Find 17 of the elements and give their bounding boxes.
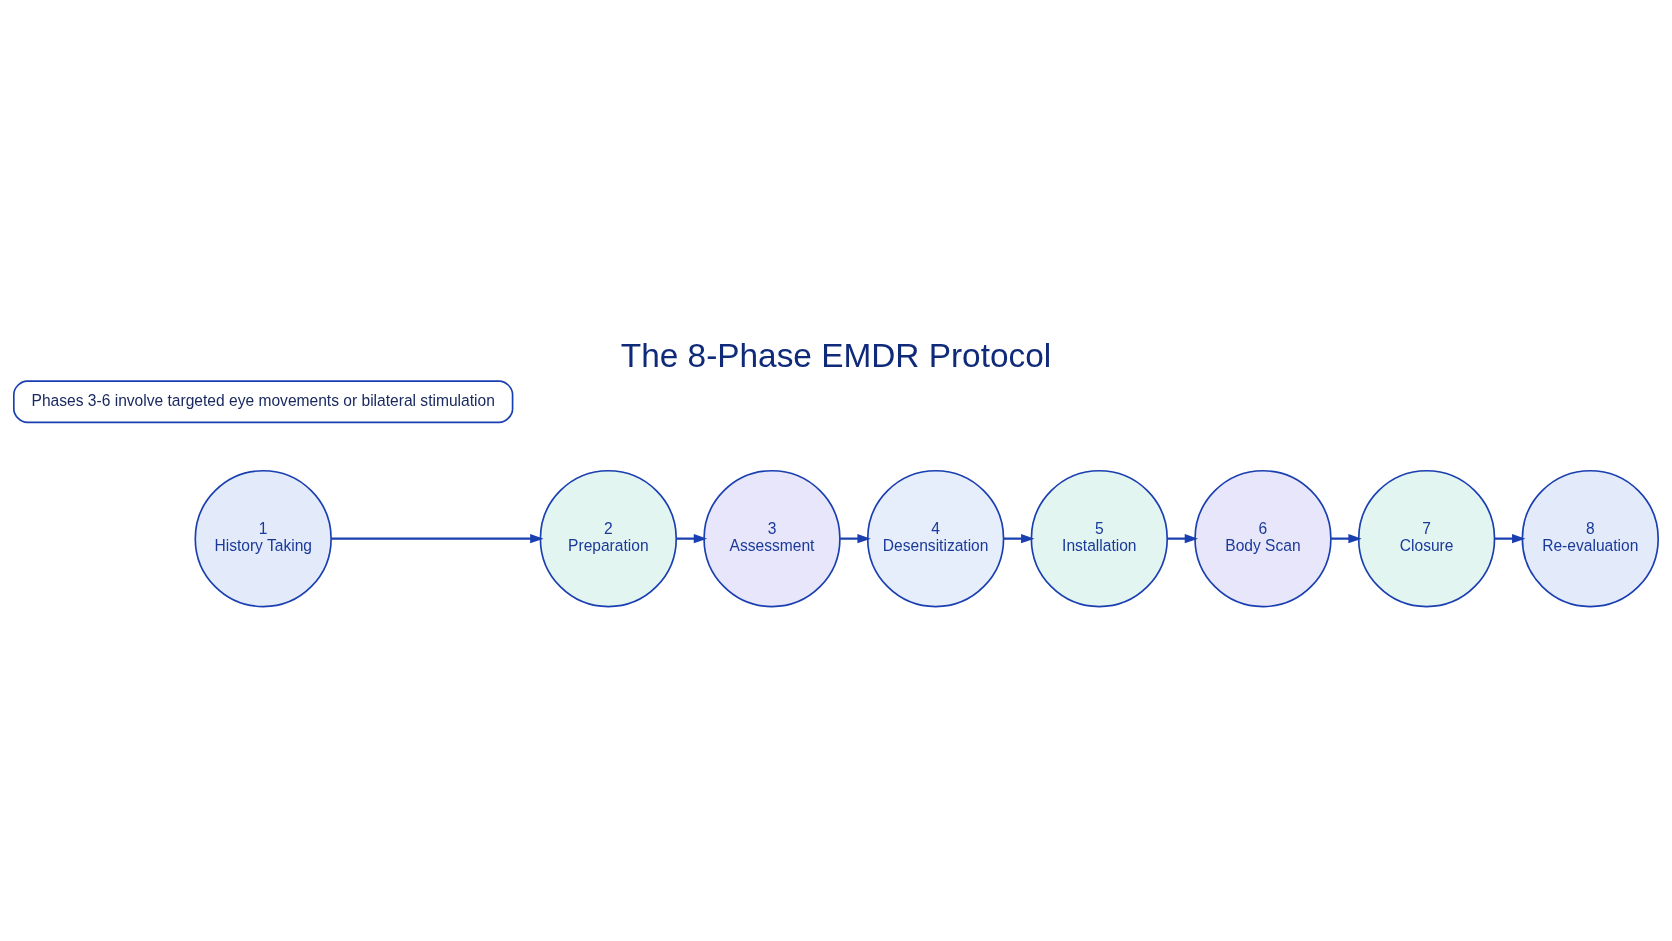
node-box: Phases 3-6 involve targeted eye movements or bilateral stimulation xyxy=(12,379,514,423)
node-circle: 3 Assessment xyxy=(703,469,841,607)
node-circle: 6 Body Scan xyxy=(1194,469,1332,607)
node-circle: 8 Re-evaluation xyxy=(1521,469,1660,607)
arrow xyxy=(331,533,544,543)
arrow xyxy=(1331,533,1362,543)
arrow xyxy=(1494,533,1526,543)
arrow xyxy=(1003,533,1035,543)
node-circle: 2 Preparation xyxy=(539,469,678,607)
node-circle: 7 Closure xyxy=(1357,469,1496,607)
arrow xyxy=(840,533,871,543)
node-circle: 4 Desensitization xyxy=(866,469,1005,607)
diagram-title: The 8-Phase EMDR Protocol xyxy=(620,336,1052,374)
node-circle: 1 History Taking xyxy=(194,469,332,607)
arrow xyxy=(1167,533,1199,543)
node-circle: 5 Installation xyxy=(1030,469,1169,607)
arrow xyxy=(676,533,708,543)
